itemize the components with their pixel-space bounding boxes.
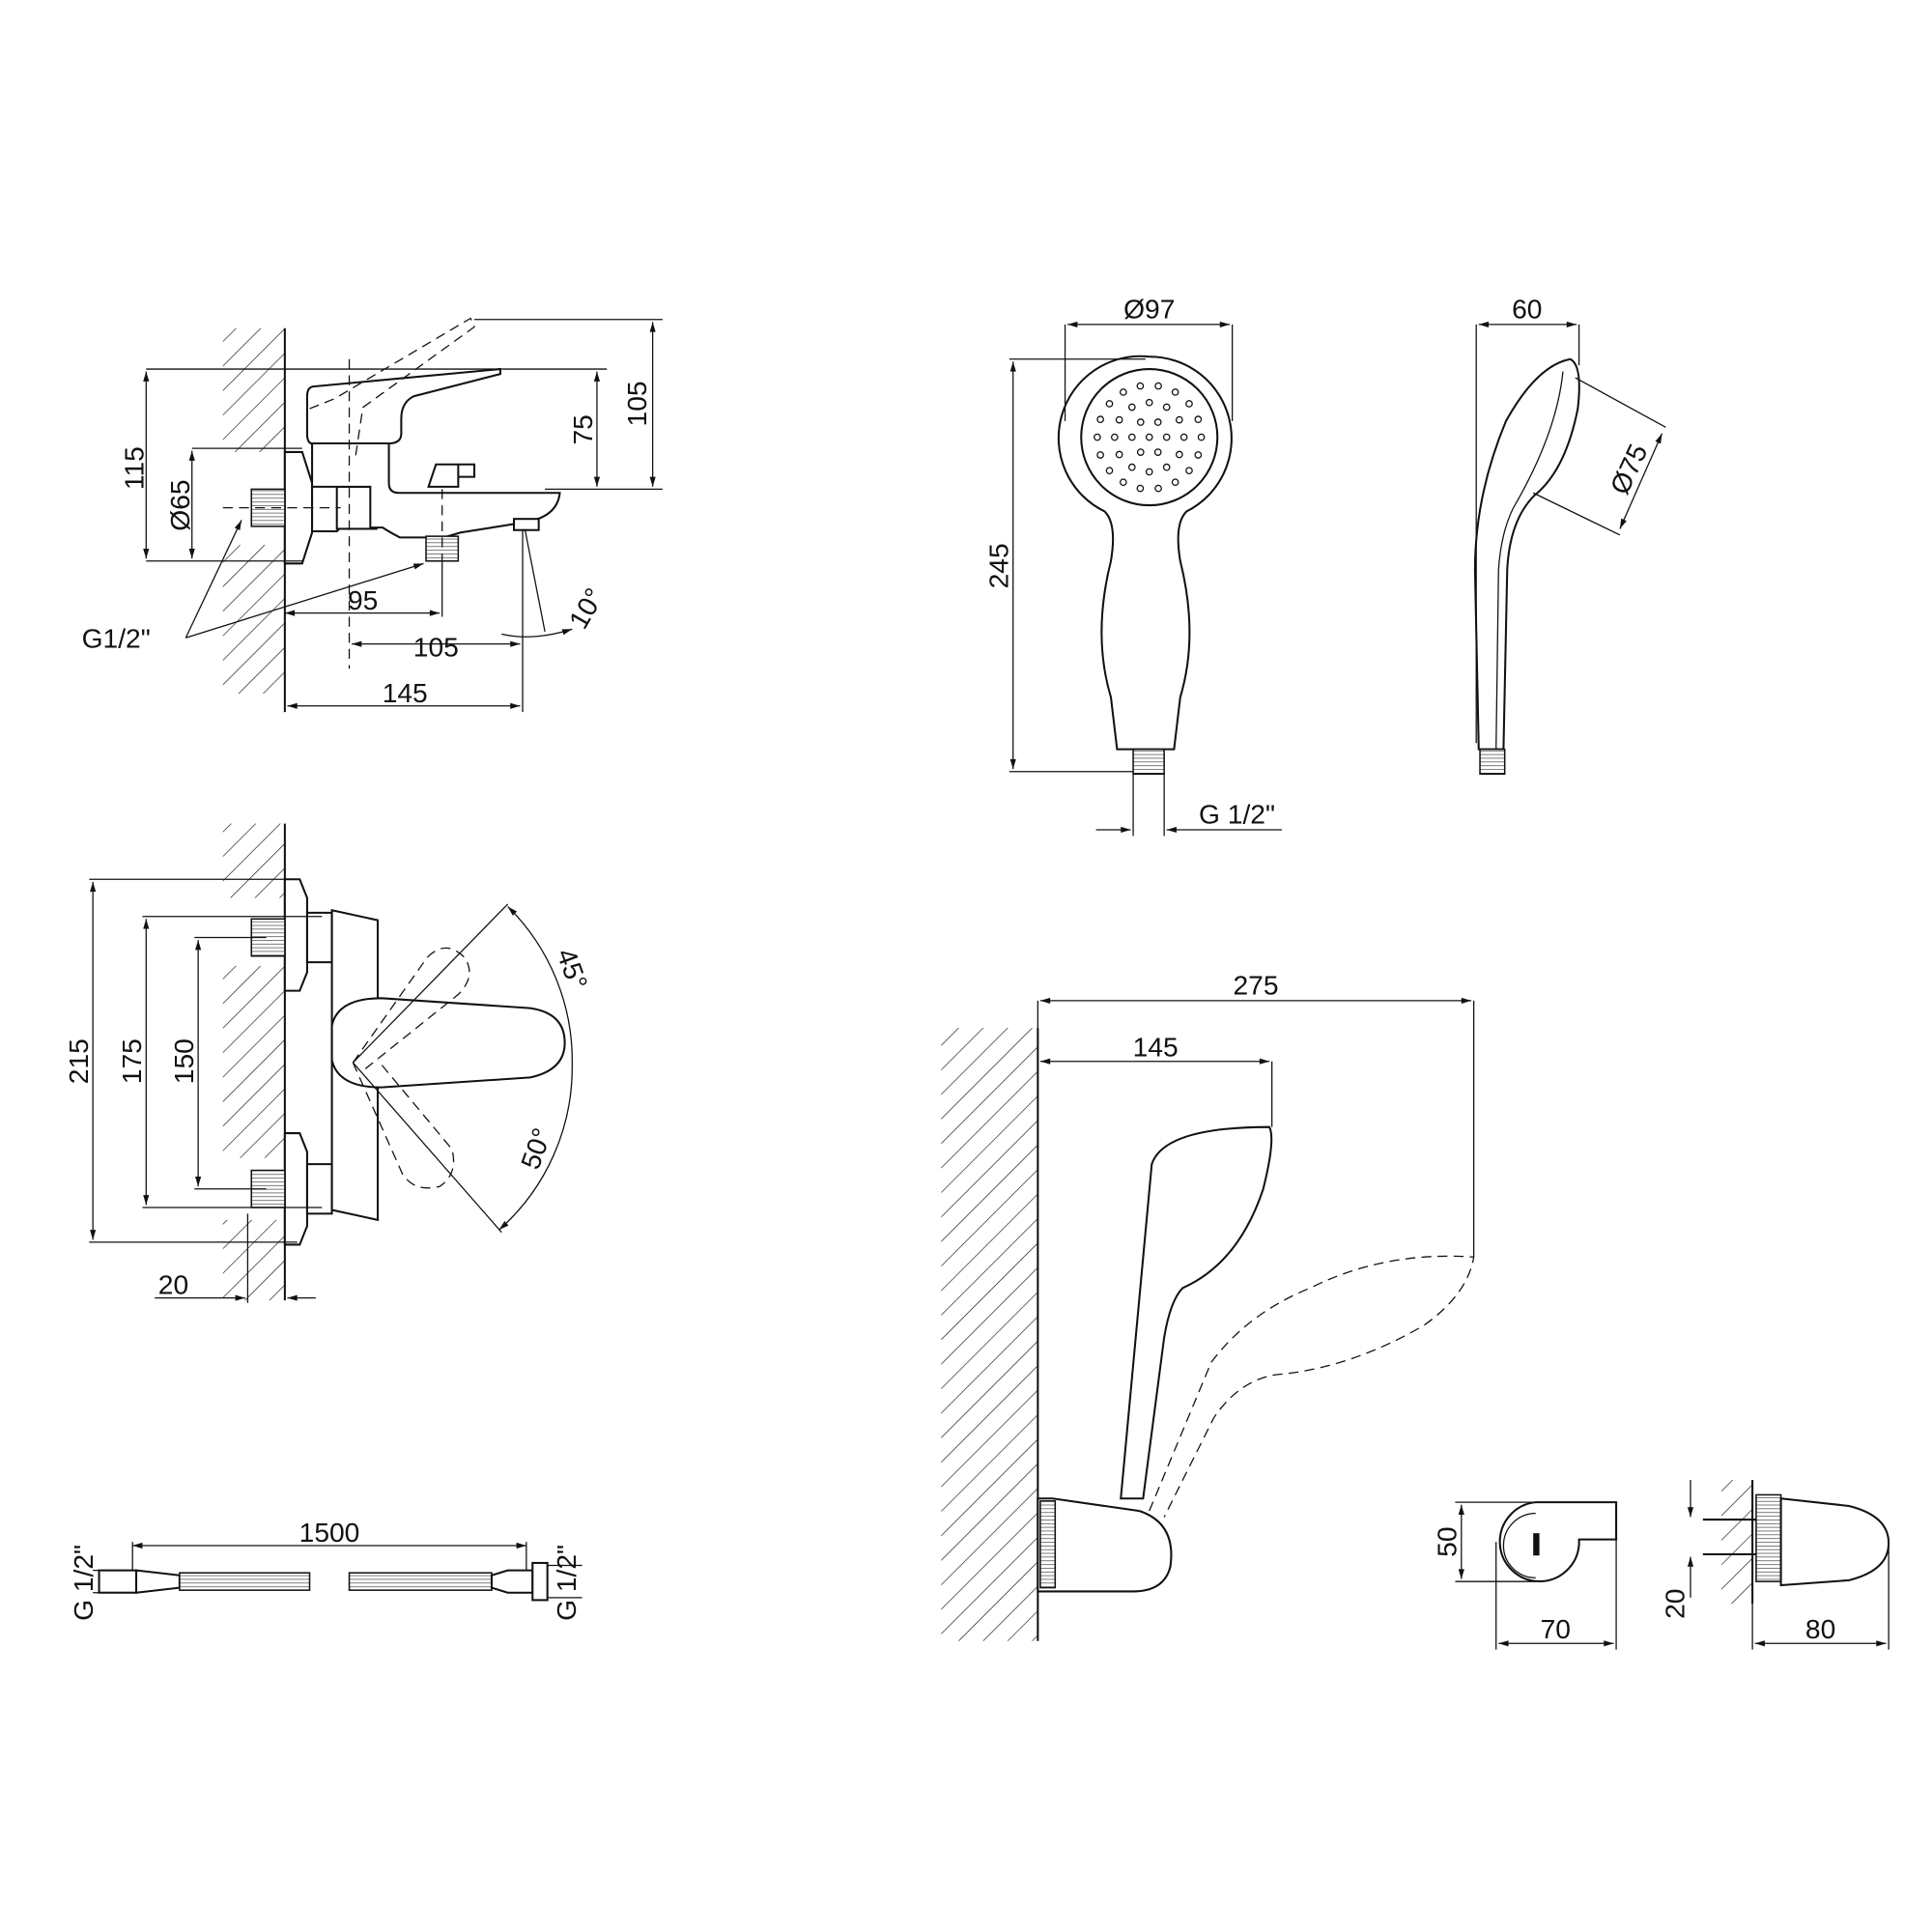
dim-holder-height: 50 [1432, 1526, 1463, 1556]
spray-nozzle [1162, 403, 1171, 412]
spray-nozzle [1194, 451, 1203, 459]
dim-hose-length: 1500 [299, 1517, 360, 1548]
dim-spout-length: 145 [383, 677, 428, 708]
spray-nozzle [1136, 382, 1145, 390]
spray-nozzle [1154, 382, 1162, 390]
shower-holder [1037, 1497, 1173, 1593]
shower-head-tilted-outline [1149, 1255, 1475, 1518]
wall-hatch [222, 545, 285, 694]
dim-escutcheon-span: 175 [116, 1038, 147, 1084]
shower-head-upright [1120, 1125, 1273, 1500]
dim-hose-thread-right: G 1/2" [551, 1545, 582, 1621]
mixer-body [311, 440, 561, 539]
spray-nozzle [1096, 451, 1104, 459]
dim-head-length: 245 [983, 543, 1014, 588]
diverter-knob [427, 463, 476, 488]
spray-nozzle [1145, 468, 1153, 476]
spray-nozzle [1171, 478, 1179, 487]
dim-lever-raised-height: 105 [621, 381, 652, 426]
dim-escutcheon-diameter: Ø65 [164, 479, 195, 530]
spray-face [1080, 368, 1219, 507]
escutcheon [283, 450, 314, 565]
mixer-side-view: 115 Ø65 75 105 95 105 145 10° G1/2" [82, 317, 663, 713]
label-thread: G1/2" [82, 623, 151, 654]
spray-nozzle [1145, 398, 1153, 407]
spray-nozzle [1175, 415, 1183, 424]
dim-head-thread: G 1/2" [1199, 799, 1275, 830]
spray-nozzle [1136, 418, 1145, 426]
spray-nozzle [1179, 433, 1188, 441]
spray-nozzle [1115, 415, 1123, 424]
dim-reach-max: 275 [1233, 969, 1278, 1000]
hose-right-segment [348, 1572, 493, 1591]
spray-nozzle [1127, 433, 1136, 441]
hose-left-segment [179, 1572, 311, 1591]
shower-head-body [1057, 355, 1233, 751]
shower-on-holder-view: 275 145 [941, 969, 1475, 1641]
aerator [513, 518, 540, 531]
spray-nozzle [1119, 388, 1127, 396]
dim-outlet-distance: 95 [348, 584, 378, 615]
handle-thread [1132, 748, 1165, 776]
spray-nozzle [1162, 463, 1171, 471]
dim-hose-thread-left: G 1/2" [68, 1545, 99, 1621]
lever-raised-outline [309, 317, 475, 458]
hose: 1500 G 1/2" G 1/2" [68, 1517, 582, 1621]
dim-holder-width: 70 [1541, 1613, 1571, 1644]
dim-head-diameter: Ø97 [1123, 293, 1175, 324]
shower-head-front-view: Ø97 245 G 1/2" [983, 293, 1282, 837]
spray-nozzle [1194, 415, 1203, 423]
spray-nozzle [1185, 400, 1193, 408]
spray-nozzle [1153, 448, 1162, 456]
spray-nozzle [1162, 433, 1171, 441]
spray-nozzle [1171, 388, 1179, 396]
handle-thread [1479, 748, 1506, 776]
spray-nozzle [1115, 450, 1123, 459]
spray-nozzle [1111, 433, 1119, 441]
holder-front-body [1498, 1501, 1618, 1582]
escutcheon-top [283, 878, 308, 992]
spray-nozzle [1096, 415, 1104, 423]
dim-center-distance: 150 [168, 1038, 199, 1084]
shower-head-side-view: 60 Ø75 [1473, 293, 1666, 776]
lever-up-outline [352, 947, 470, 1069]
spray-nozzle [1185, 467, 1193, 475]
escutcheon-bottom [283, 1132, 308, 1246]
dim-spout-angle: 10° [562, 582, 610, 634]
spray-nozzle [1119, 478, 1127, 487]
dim-reach-min: 145 [1133, 1032, 1179, 1063]
holder-side-view: 20 80 [1660, 1480, 1890, 1650]
dim-wall-offset: 20 [158, 1269, 188, 1300]
dim-spout-from-axis: 105 [413, 631, 459, 662]
dim-lever-angle-down: 50° [514, 1123, 557, 1173]
dim-holder-depth: 80 [1805, 1613, 1835, 1644]
spray-nozzle [1094, 433, 1101, 441]
lever [305, 367, 501, 445]
lever-top [330, 997, 566, 1089]
spray-nozzle [1136, 448, 1145, 456]
spray-nozzle [1153, 418, 1162, 426]
dim-lever-angle-up: 45° [551, 944, 594, 993]
spray-nozzle [1154, 484, 1162, 493]
shower-head-side-body [1473, 357, 1580, 751]
spray-nozzle [1105, 400, 1114, 408]
spray-nozzle [1136, 484, 1145, 493]
lever-down-outline [352, 1060, 455, 1189]
wall-hatch [222, 327, 285, 452]
holder-side-body [1779, 1497, 1890, 1587]
dim-height-overall: 115 [119, 446, 150, 490]
spray-nozzle [1175, 450, 1183, 459]
spray-nozzle [1105, 467, 1114, 475]
spray-nozzle [1127, 463, 1136, 471]
spray-nozzle [1197, 433, 1206, 441]
dim-screw-spacing: 20 [1660, 1589, 1690, 1619]
dim-total-height: 215 [63, 1038, 94, 1084]
spray-nozzle [1145, 433, 1153, 441]
dim-lever-height: 75 [567, 414, 598, 444]
spray-nozzle [1127, 403, 1136, 412]
mixer-top-view: 45° 50° 215 175 150 20 [63, 823, 594, 1303]
spray-nozzles [1094, 382, 1206, 493]
holder-front-view: 50 70 [1432, 1501, 1618, 1650]
dim-head-depth: 60 [1512, 293, 1542, 324]
